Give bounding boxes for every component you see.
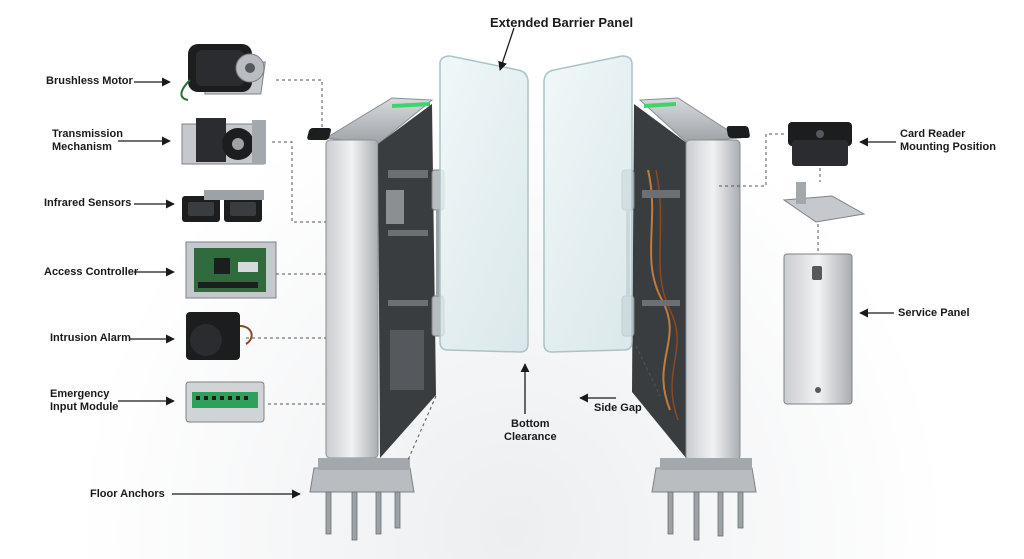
intrusion-alarm-part	[186, 312, 253, 360]
label-access-controller: Access Controller	[44, 266, 139, 278]
emergency-input-module-part	[185, 381, 265, 423]
label-transmission-mechanism: Transmission Mechanism	[52, 128, 123, 153]
label-service-panel: Service Panel	[898, 307, 970, 319]
service-panel-part	[783, 253, 853, 405]
label-extended-barrier-panel: Extended Barrier Panel	[490, 15, 634, 30]
label-card-reader-mounting-position: Card Reader Mounting Position	[900, 128, 996, 153]
label-infrared-sensors: Infrared Sensors	[44, 197, 132, 209]
label-floor-anchors: Floor Anchors	[90, 488, 165, 500]
label-side-gap: Side Gap	[594, 402, 642, 414]
label-emergency-input-module: Emergency Input Module	[50, 388, 119, 413]
transmission-mechanism-part	[181, 118, 266, 165]
label-brushless-motor: Brushless Motor	[46, 75, 133, 87]
label-intrusion-alarm: Intrusion Alarm	[50, 332, 131, 344]
access-controller-part	[185, 241, 277, 299]
infrared-sensors-part	[182, 190, 264, 222]
right-cabinet	[621, 97, 757, 541]
card-reader-part	[788, 122, 852, 166]
barrier-panels	[439, 55, 633, 353]
left-cabinet	[307, 97, 445, 541]
label-bottom-clearance: Bottom Clearance	[504, 418, 557, 443]
brushless-motor-part	[180, 44, 266, 101]
mounting-bracket-part	[782, 182, 866, 223]
